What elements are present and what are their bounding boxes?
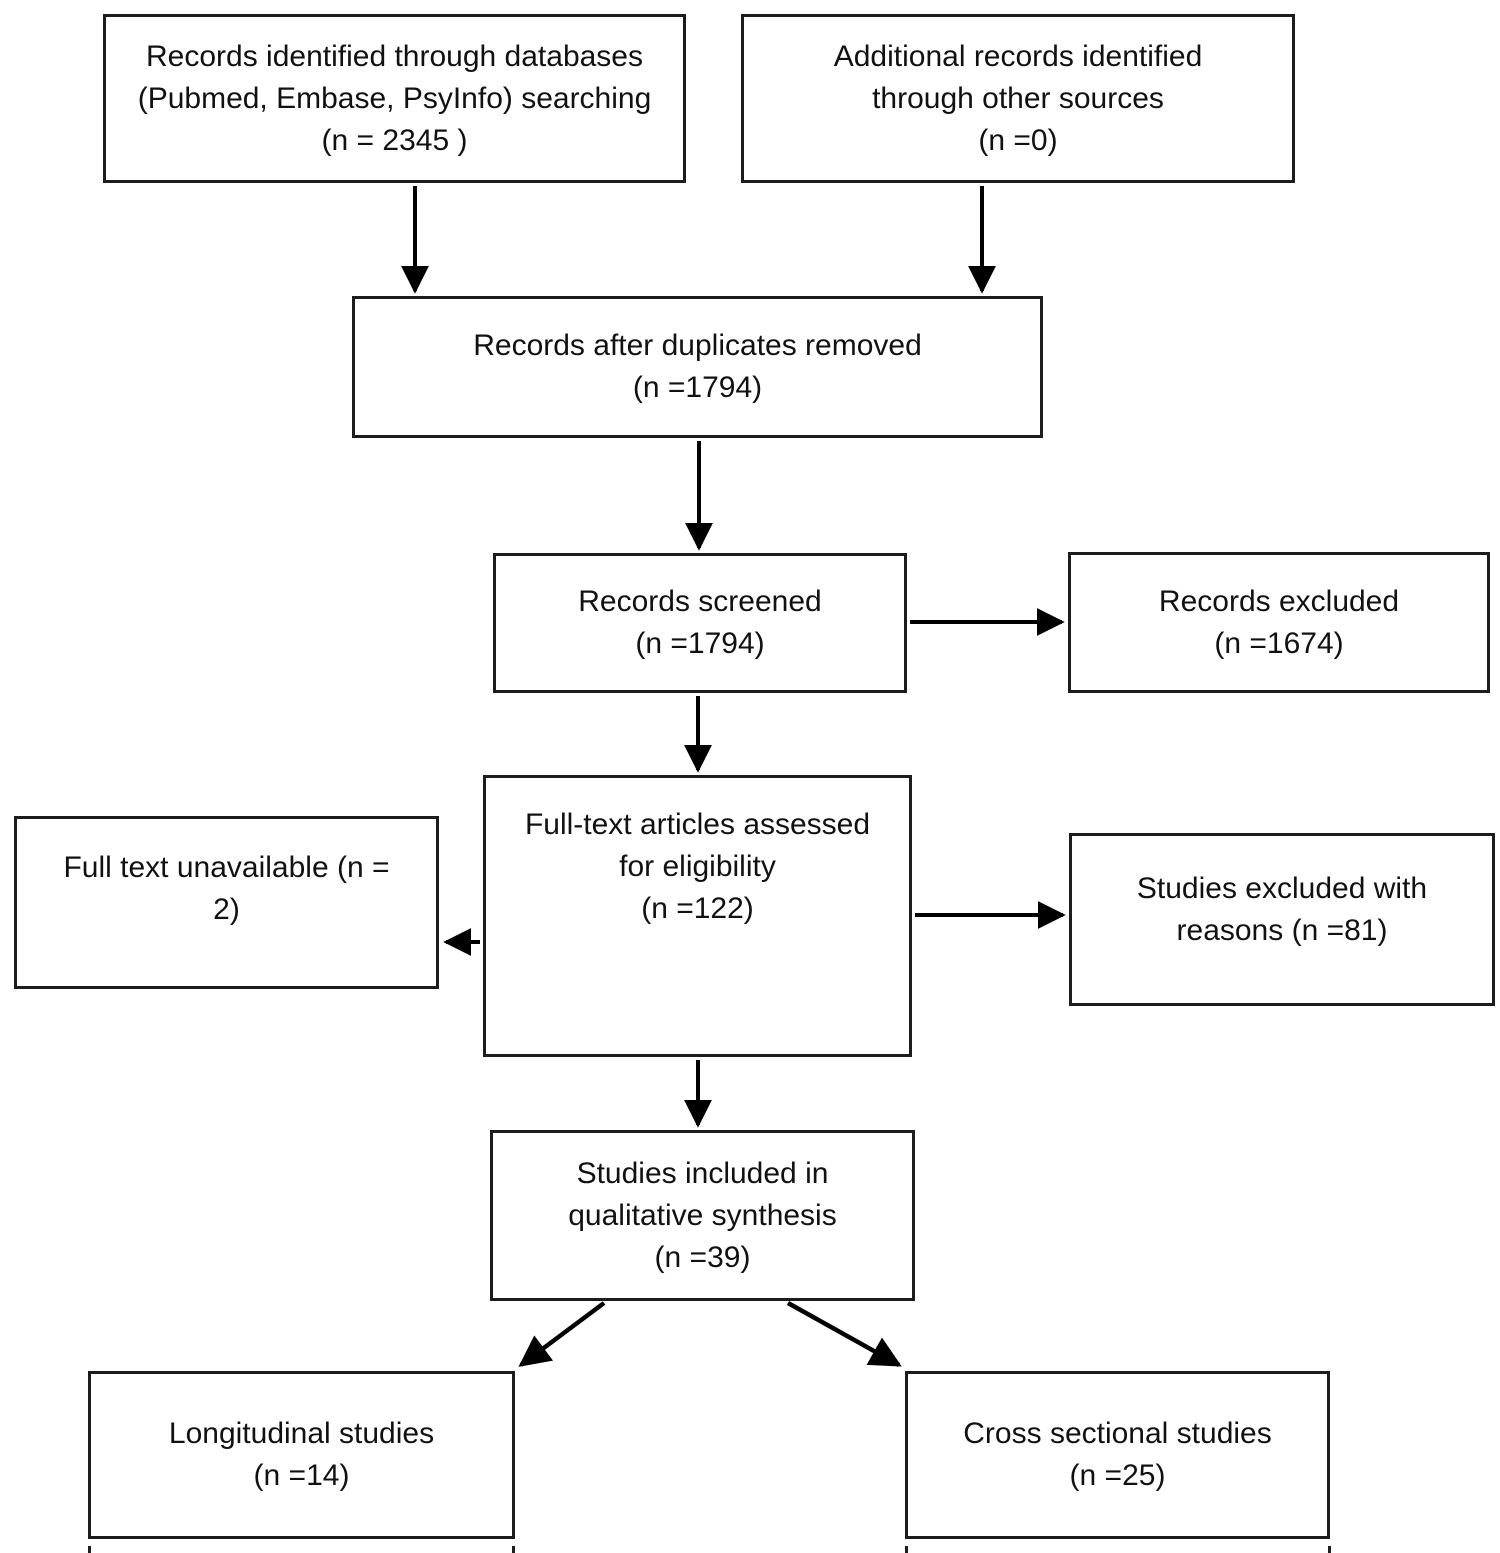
box-text-line: (n =14) [253, 1459, 350, 1492]
box-fulltext-unavailable: Full text unavailable (n = 2) [14, 816, 439, 989]
box-text-line: Longitudinal studies [168, 1417, 435, 1450]
arrow-synthesis-to-cross-sectional [786, 1301, 902, 1367]
box-text-line: for eligibility [619, 850, 776, 883]
crop-mark [512, 1546, 515, 1553]
box-longitudinal-studies: Longitudinal studies (n =14) [88, 1371, 515, 1539]
box-fulltext-assessed: Full-text articles assessed for eligibil… [483, 775, 912, 1057]
box-text-line: Records excluded [1158, 584, 1400, 618]
box-text-line: Records identified through databases [146, 39, 643, 73]
box-text-line: through other sources [872, 81, 1164, 115]
box-text-line: Full-text articles assessed [524, 808, 871, 841]
box-text-line: Records screened [578, 585, 822, 618]
crop-mark [1328, 1546, 1331, 1553]
box-text-line: (n = 2345 ) [321, 123, 468, 157]
box-text-line: Additional records identified [833, 39, 1203, 73]
box-additional-records: Additional records identified through ot… [741, 14, 1295, 183]
box-text-line: (n =1674) [1214, 626, 1344, 660]
box-text-line: (n =0) [978, 123, 1058, 157]
box-cross-sectional-studies: Cross sectional studies (n =25) [905, 1371, 1330, 1539]
box-records-identified: Records identified through databases (Pu… [103, 14, 686, 183]
box-text-line: (n =1794) [635, 627, 765, 660]
crop-mark [905, 1546, 908, 1553]
box-text-line: Full text unavailable (n = [63, 851, 390, 884]
box-text-line: (n =25) [1069, 1459, 1166, 1492]
box-text-line: qualitative synthesis [568, 1198, 837, 1232]
box-studies-excluded-with-reasons: Studies excluded with reasons (n =81) [1069, 833, 1495, 1006]
box-text-line: reasons (n =81) [1176, 914, 1388, 947]
box-text-line: Studies excluded with [1136, 872, 1428, 905]
box-text-line: Cross sectional studies [963, 1417, 1272, 1450]
box-text-line: (n =39) [654, 1240, 751, 1274]
box-text-line: (n =1794) [632, 371, 763, 404]
crop-mark [88, 1546, 91, 1553]
box-text-line: Studies included in [576, 1156, 829, 1190]
box-records-excluded: Records excluded (n =1674) [1068, 552, 1490, 693]
box-text-line: (n =122) [641, 892, 754, 925]
box-text-line: Records after duplicates removed [473, 329, 922, 362]
box-text-line: (Pubmed, Embase, PsyInfo) searching [137, 81, 652, 115]
arrow-synthesis-to-longitudinal [518, 1301, 606, 1367]
box-qualitative-synthesis: Studies included in qualitative synthesi… [490, 1130, 915, 1301]
box-duplicates-removed: Records after duplicates removed (n =179… [352, 296, 1043, 438]
box-records-screened: Records screened (n =1794) [493, 553, 907, 693]
box-text-line: 2) [213, 893, 240, 926]
